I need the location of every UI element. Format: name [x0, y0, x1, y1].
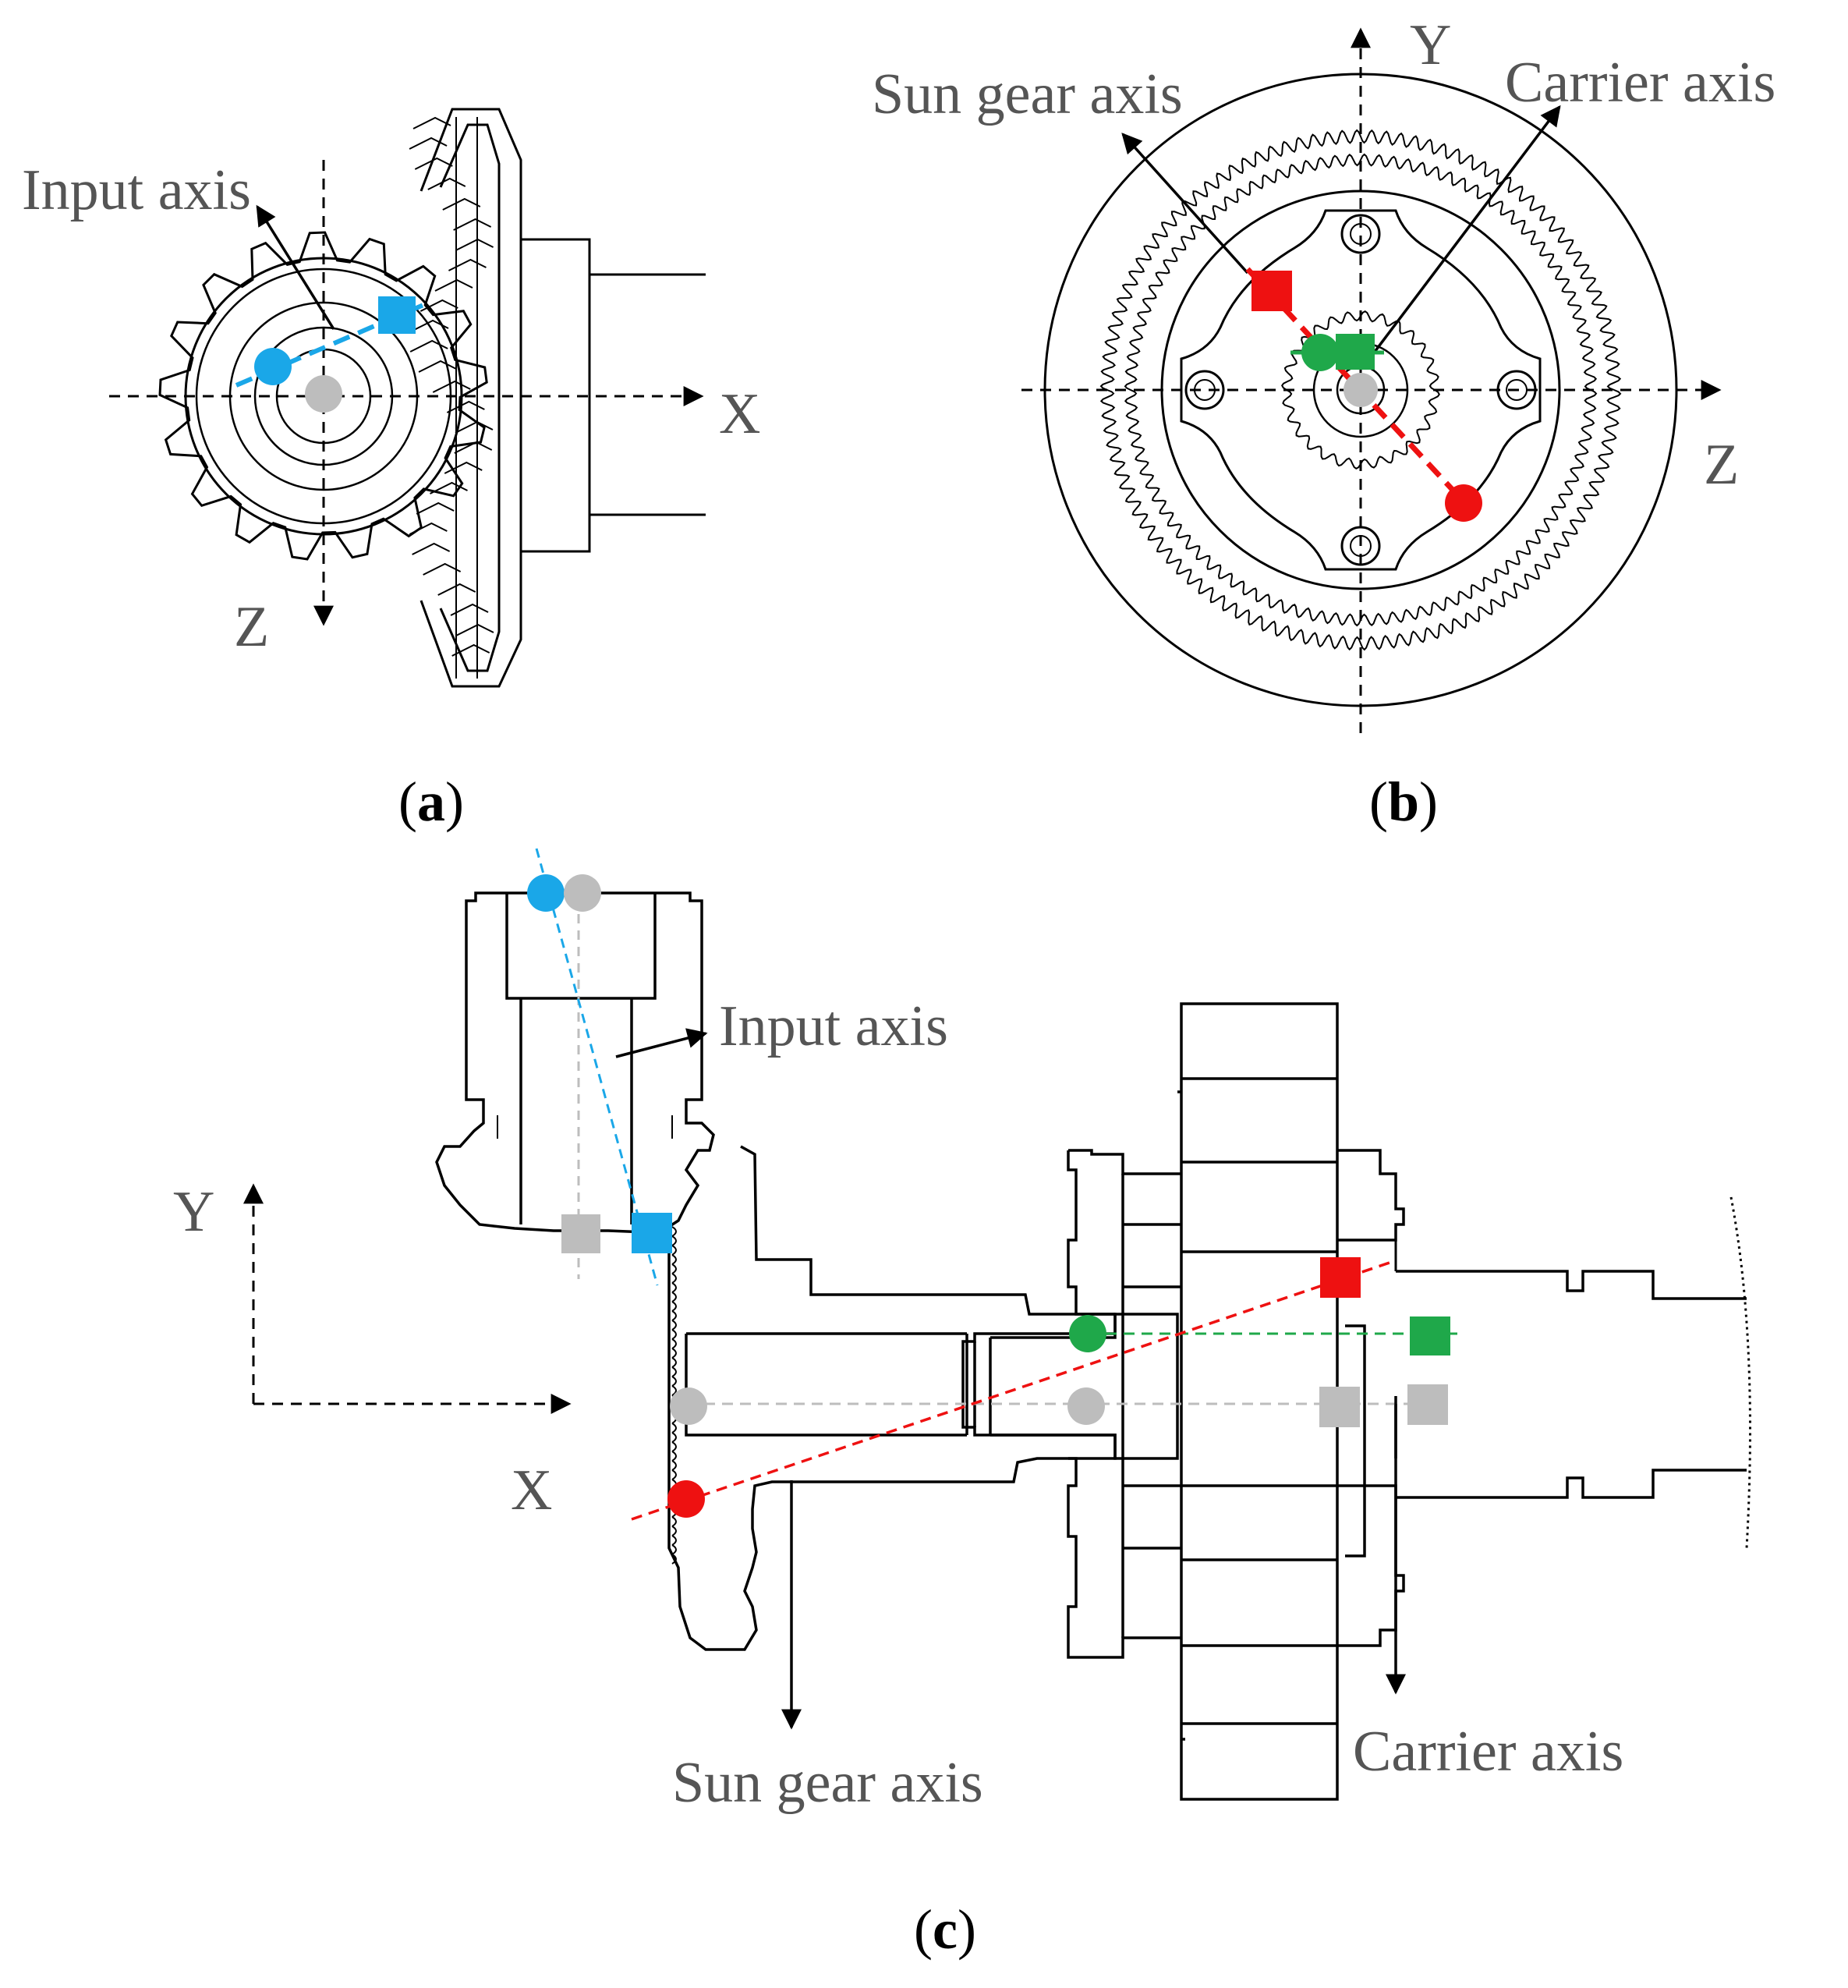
- panel-c-drivetrain-section: [435, 891, 1747, 1801]
- panel-c-input-axis-label: Input axis: [719, 994, 948, 1058]
- panel-b-carrier-axis-label: Carrier axis: [1505, 51, 1775, 115]
- panel-c-input-axis-arrow: [615, 1028, 708, 1058]
- panel-b-caption: (b): [1369, 771, 1438, 833]
- panel-a-input-circle-marker: [254, 348, 292, 385]
- panel-b-carrier-square-marker: [1336, 334, 1375, 370]
- panel-c-x-axis-label: X: [511, 1458, 552, 1522]
- panel-c-nominal-shaft-square-marker-2: [1407, 1384, 1448, 1425]
- panel-b-sun-gear-axis-arrow: [1121, 133, 1249, 275]
- panel-a-caption: (a): [398, 771, 464, 833]
- panel-b-carrier-axis-arrow: [1371, 105, 1561, 356]
- panel-a-z-axis-label: Z: [234, 595, 269, 659]
- panel-b-sun-gear-square-marker: [1251, 271, 1292, 311]
- panel-b-sun-gear-axis-label: Sun gear axis: [872, 62, 1183, 126]
- panel-b-y-axis-label: Y: [1410, 13, 1451, 77]
- panel-c-y-axis-label: Y: [173, 1180, 214, 1244]
- panel-a-input-square-marker: [378, 296, 416, 334]
- panel-c-input-circle-marker: [527, 874, 565, 912]
- panel-b-carrier-circle-marker: [1301, 334, 1339, 371]
- panel-b-sun-gear-circle-marker: [1445, 484, 1482, 522]
- panel-c-sun-gear-square-marker: [1320, 1257, 1361, 1298]
- panel-a-crown-gear-teeth: [409, 116, 494, 657]
- panel-a-input-axis-arrow: [256, 204, 335, 330]
- panel-c-nominal-shaft-circle-marker-2: [1067, 1387, 1105, 1425]
- panel-a-x-axis-label: X: [719, 382, 760, 446]
- panel-b-carrier-plate: [1180, 209, 1542, 571]
- panel-c-input-axis-line: [535, 848, 659, 1286]
- panel-b: Sun gear axis Carrier axis Y Z (b): [872, 13, 1775, 833]
- panel-c-sun-gear-axis-label: Sun gear axis: [672, 1751, 983, 1815]
- panel-c: Input axis Sun gear axis Carrier axis Y …: [173, 848, 1751, 1961]
- panel-c-carrier-circle-marker: [1069, 1315, 1106, 1352]
- panel-c-carrier-square-marker: [1410, 1316, 1450, 1355]
- panel-c-section-cutoff: [1729, 1196, 1751, 1549]
- panel-c-sun-gear-axis-line: [631, 1260, 1393, 1521]
- panel-b-nominal-circle-marker: [1344, 373, 1378, 407]
- panel-a-nominal-circle-marker: [305, 375, 342, 413]
- panel-c-nominal-shaft-circle-marker-1: [670, 1387, 707, 1425]
- panel-c-nominal-input-square-marker: [561, 1214, 600, 1253]
- panel-a-crown-gear: [420, 108, 706, 688]
- panel-c-input-square-marker: [632, 1213, 672, 1253]
- panel-c-nominal-input-circle-marker: [564, 874, 601, 912]
- panel-a-input-axis-label: Input axis: [22, 158, 251, 222]
- panel-c-nominal-shaft-square-marker-1: [1319, 1387, 1360, 1427]
- panel-c-sun-gear-circle-marker: [667, 1480, 705, 1518]
- panel-a: Input axis X Z (a): [22, 108, 760, 833]
- panel-c-carrier-axis-label: Carrier axis: [1353, 1720, 1623, 1784]
- panel-c-caption: (c): [914, 1898, 976, 1961]
- panel-b-z-axis-label: Z: [1704, 433, 1739, 497]
